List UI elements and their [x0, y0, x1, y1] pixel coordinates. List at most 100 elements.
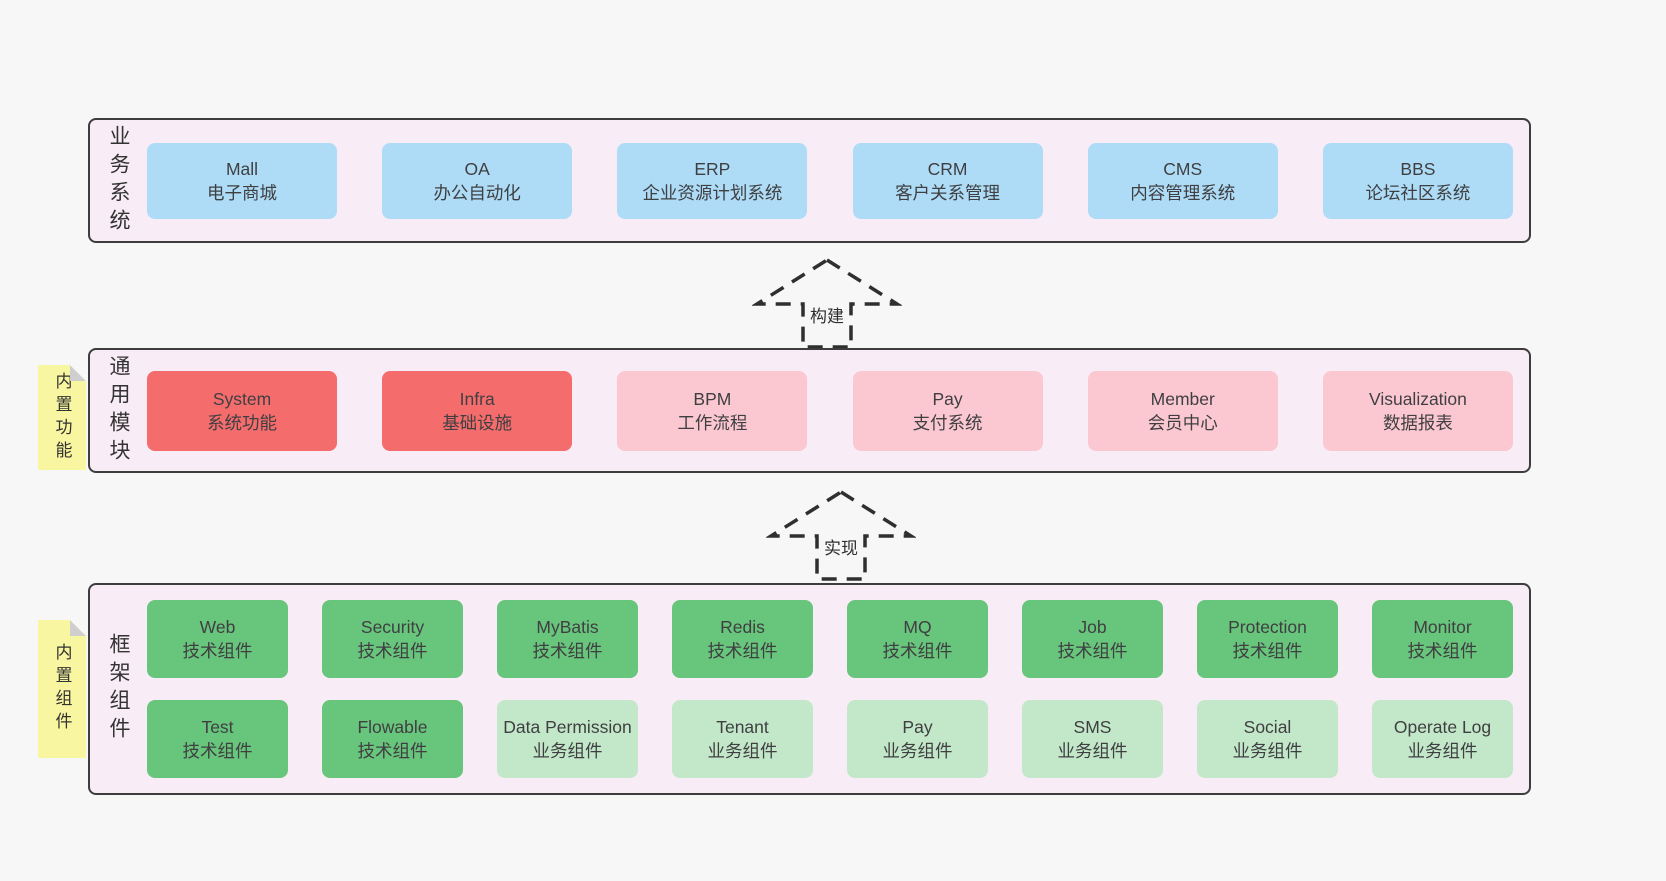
box-title: Job [1078, 617, 1107, 637]
box-subtitle: 技术组件 [1232, 641, 1303, 661]
box-tenant: Tenant 业务组件 [672, 700, 813, 778]
fold-corner-icon [70, 365, 86, 381]
box-subtitle: 业务组件 [882, 741, 953, 761]
box-title: MyBatis [536, 617, 599, 637]
box-title: Visualization [1368, 388, 1467, 409]
sticky-note-built-in-components: 内置组件 [38, 620, 86, 758]
section-common-modules: 通用模块 System 系统功能 Infra 基础设施 BPM 工作流程 Pay… [88, 348, 1531, 473]
build-arrow: 构建 [750, 256, 904, 351]
box-job: Job 技术组件 [1022, 600, 1163, 678]
box-subtitle: 技术组件 [1057, 641, 1128, 661]
box-monitor: Monitor 技术组件 [1372, 600, 1513, 678]
box-data-permission: Data Permission 业务组件 [497, 700, 638, 778]
box-subtitle: 内容管理系统 [1130, 182, 1236, 203]
box-title: System [212, 388, 272, 409]
box-subtitle: 企业资源计划系统 [642, 182, 783, 203]
section-title-business: 业务系统 [107, 124, 130, 237]
box-subtitle: 支付系统 [912, 412, 983, 433]
box-visualization: Visualization 数据报表 [1322, 370, 1513, 451]
box-sms: SMS 业务组件 [1022, 700, 1163, 778]
business-box-row: Mall 电子商城 OA 办公自动化 ERP 企业资源计划系统 CRM 客户关系… [147, 120, 1529, 241]
box-title: Data Permission [503, 717, 632, 737]
box-title: Pay [932, 388, 963, 409]
box-subtitle: 办公自动化 [433, 182, 521, 203]
box-subtitle: 技术组件 [182, 741, 253, 761]
box-infra: Infra 基础设施 [382, 370, 573, 451]
section-label-column: 业务系统 [90, 120, 147, 241]
sticky-note-text: 内置功能 [52, 371, 72, 464]
box-title: SMS [1073, 717, 1112, 737]
box-subtitle: 系统功能 [207, 412, 277, 433]
box-mybatis: MyBatis 技术组件 [497, 600, 638, 678]
box-operate-log: Operate Log 业务组件 [1372, 700, 1513, 778]
box-title: ERP [694, 158, 731, 179]
box-subtitle: 会员中心 [1147, 412, 1218, 433]
box-title: BPM [693, 388, 732, 409]
box-title: Pay [902, 717, 933, 737]
box-title: Operate Log [1393, 717, 1492, 737]
box-subtitle: 工作流程 [677, 412, 748, 433]
box-flowable: Flowable 技术组件 [322, 700, 463, 778]
box-subtitle: 论坛社区系统 [1365, 182, 1471, 203]
box-title: Flowable [357, 717, 428, 737]
framework-row-1: Web 技术组件 Security 技术组件 MyBatis 技术组件 Redi… [147, 600, 1513, 678]
box-subtitle: 技术组件 [1407, 641, 1478, 661]
box-subtitle: 技术组件 [357, 641, 428, 661]
box-subtitle: 业务组件 [1232, 741, 1303, 761]
modules-box-row: System 系统功能 Infra 基础设施 BPM 工作流程 Pay 支付系统… [147, 350, 1529, 471]
box-pay-component: Pay 业务组件 [847, 700, 988, 778]
box-subtitle: 业务组件 [707, 741, 778, 761]
build-arrow-label: 构建 [806, 302, 848, 327]
box-title: Monitor [1413, 617, 1472, 637]
box-subtitle: 技术组件 [357, 741, 428, 761]
box-security: Security 技术组件 [322, 600, 463, 678]
box-subtitle: 数据报表 [1382, 412, 1453, 433]
box-cms: CMS 内容管理系统 [1087, 142, 1278, 219]
section-label-column: 通用模块 [90, 350, 147, 471]
box-redis: Redis 技术组件 [672, 600, 813, 678]
box-subtitle: 业务组件 [532, 741, 603, 761]
box-title: Mall [225, 158, 259, 179]
fold-corner-icon [70, 620, 86, 636]
section-label-column: 框架组件 [90, 585, 147, 793]
box-subtitle: 技术组件 [182, 641, 253, 661]
box-subtitle: 技术组件 [532, 641, 603, 661]
section-framework-components: 框架组件 Web 技术组件 Security 技术组件 MyBatis 技术组件… [88, 583, 1531, 795]
box-system: System 系统功能 [147, 370, 337, 451]
box-oa: OA 办公自动化 [382, 142, 573, 219]
box-member: Member 会员中心 [1087, 370, 1278, 451]
box-bpm: BPM 工作流程 [617, 370, 808, 451]
box-bbs: BBS 论坛社区系统 [1322, 142, 1513, 219]
framework-row-2: Test 技术组件 Flowable 技术组件 Data Permission … [147, 700, 1513, 778]
box-subtitle: 电子商城 [207, 182, 277, 203]
box-title: CMS [1163, 158, 1203, 179]
box-title: Member [1150, 388, 1215, 409]
box-protection: Protection 技术组件 [1197, 600, 1338, 678]
implement-arrow-label: 实现 [820, 534, 862, 559]
box-subtitle: 业务组件 [1407, 741, 1478, 761]
box-mq: MQ 技术组件 [847, 600, 988, 678]
box-subtitle: 基础设施 [442, 412, 513, 433]
box-web: Web 技术组件 [147, 600, 288, 678]
box-title: Tenant [716, 717, 769, 737]
implement-arrow: 实现 [764, 488, 918, 583]
up-arrow-icon [764, 489, 918, 581]
box-title: Test [201, 717, 234, 737]
up-arrow-icon [750, 257, 904, 349]
box-social: Social 业务组件 [1197, 700, 1338, 778]
box-test: Test 技术组件 [147, 700, 288, 778]
box-title: CRM [927, 158, 968, 179]
box-title: Web [199, 617, 236, 637]
box-title: OA [464, 158, 490, 179]
sticky-note-text: 内置组件 [52, 643, 72, 735]
box-title: MQ [903, 617, 932, 637]
box-title: Protection [1228, 617, 1307, 637]
box-subtitle: 业务组件 [1057, 741, 1128, 761]
section-business-systems: 业务系统 Mall 电子商城 OA 办公自动化 ERP 企业资源计划系统 CRM… [88, 118, 1531, 243]
box-mall: Mall 电子商城 [147, 142, 337, 219]
box-pay-system: Pay 支付系统 [852, 370, 1043, 451]
box-subtitle: 技术组件 [882, 641, 953, 661]
box-title: Security [360, 617, 425, 637]
box-subtitle: 客户关系管理 [895, 182, 1001, 203]
